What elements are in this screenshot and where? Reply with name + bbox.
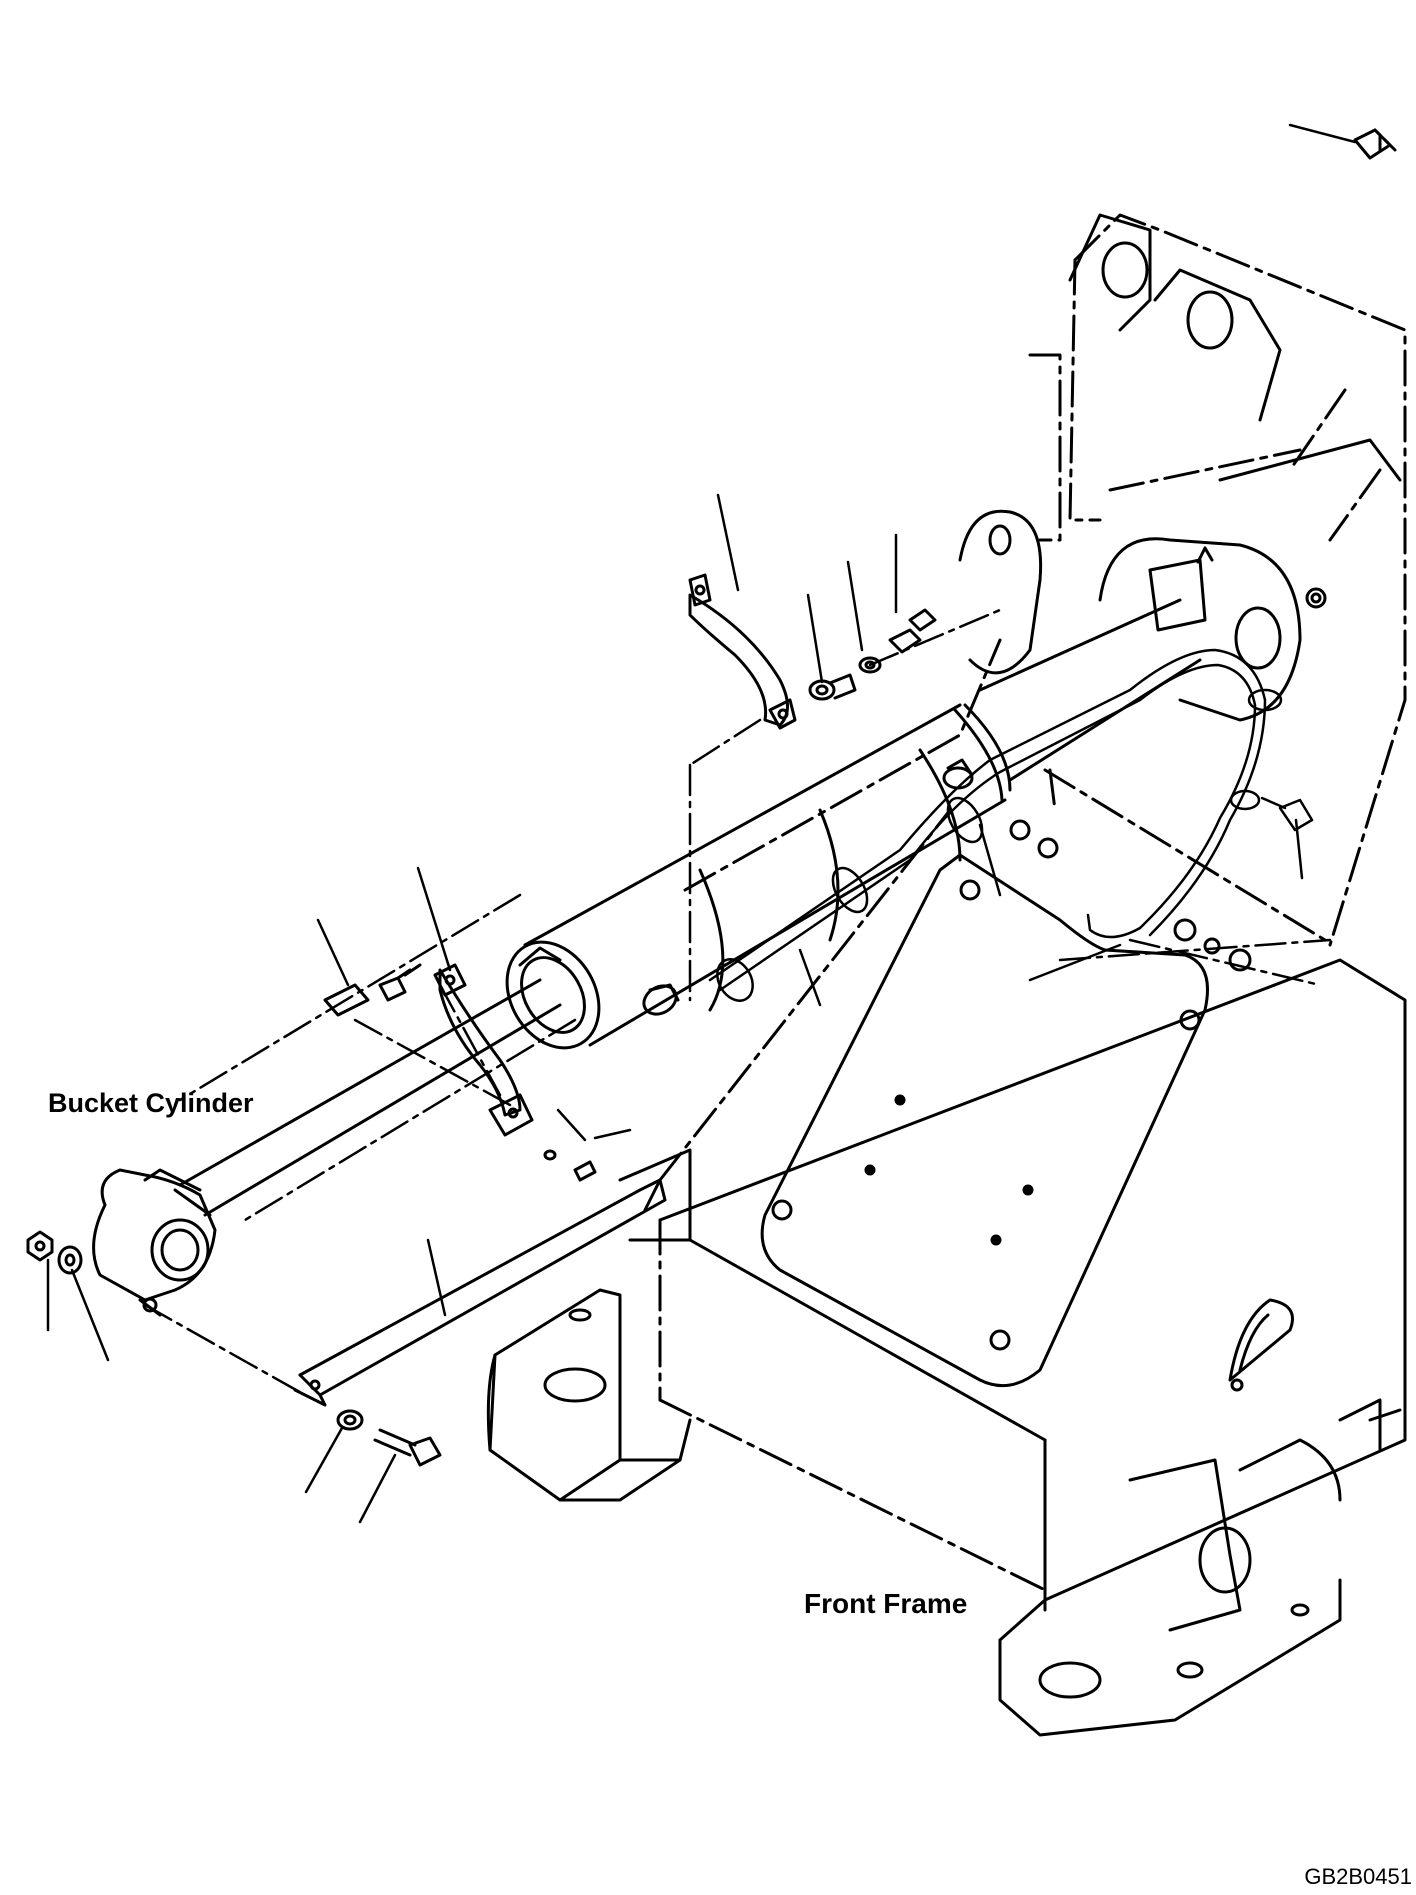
front-frame-label: Front Frame: [804, 1588, 968, 1619]
bucket-cylinder-label: Bucket Cylinder: [48, 1088, 254, 1118]
front-frame: [486, 213, 1407, 1737]
drawing-code-label: GB2B0451: [1304, 1864, 1412, 1889]
exploded-parts: [26, 128, 1397, 1467]
hose-assembly: [708, 648, 1314, 1002]
leader-lines: [46, 123, 1357, 1524]
assembly-lines: [143, 608, 1332, 1397]
bucket-cylinder: [92, 598, 1202, 1317]
